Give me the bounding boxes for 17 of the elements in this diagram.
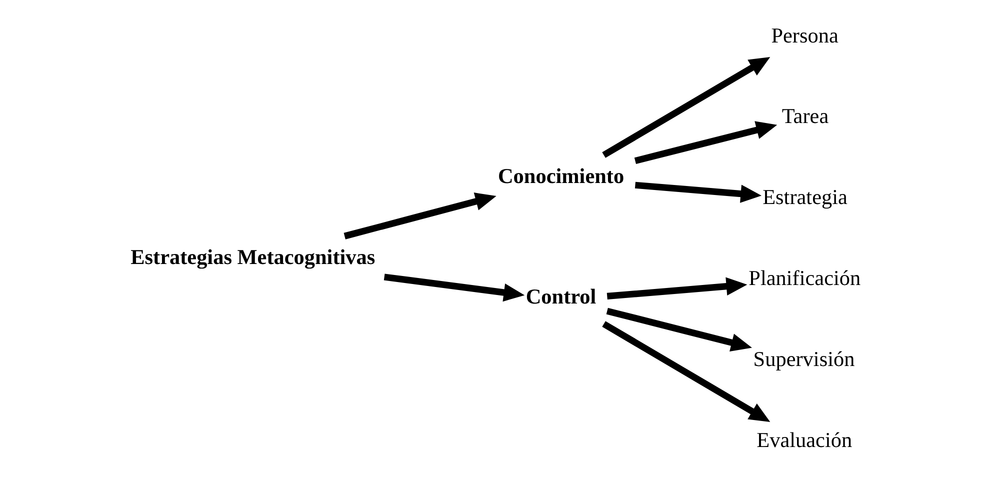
node-text: Planificación [748,266,860,290]
node-text: Evaluación [756,428,852,452]
arrow [383,274,524,302]
node-text: Control [525,284,596,309]
arrow [634,121,777,164]
node-text: Estrategia [762,185,847,210]
node-text: Conocimiento [497,164,624,188]
arrow [606,308,752,352]
arrow [602,56,770,158]
node-text: Persona [770,23,838,48]
arrow [606,277,747,300]
node-text: Tarea [781,104,828,128]
node-text: Supervisión [752,346,854,371]
arrow [343,192,496,240]
arrow [634,182,762,203]
node-text: Estrategias Metacognitivas [130,244,375,269]
arrow [602,321,770,422]
